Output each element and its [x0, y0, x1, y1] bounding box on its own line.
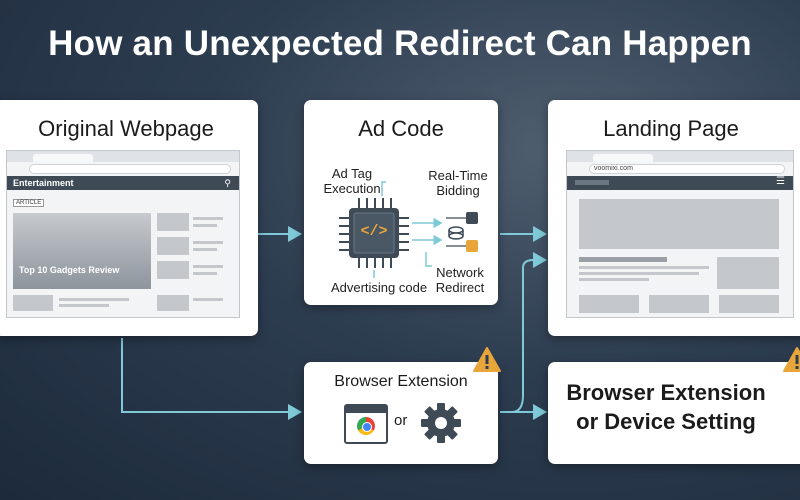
ad-code-card: Ad Code Ad Tag Execution Real-Time Biddi… [304, 100, 498, 305]
side-text [193, 265, 223, 268]
browser-tab [33, 154, 93, 162]
landing-page-card: Landing Page voomixi.com ☰ [548, 100, 800, 336]
site-navbar: ☰ [567, 176, 793, 190]
bottom-thumb [13, 295, 53, 311]
tile [649, 295, 709, 313]
ad-internal-connectors [373, 181, 443, 278]
warning-icon [783, 347, 800, 372]
hero-headline: Top 10 Gadgets Review [19, 265, 120, 275]
advertising-code-label: Advertising code [330, 280, 428, 295]
hamburger-menu-icon[interactable]: ☰ [776, 176, 785, 187]
device-setting-title: Browser Extension or Device Setting [566, 380, 766, 434]
content-line [579, 272, 699, 275]
chip-icon [339, 198, 409, 268]
side-text [193, 224, 217, 227]
side-thumb [157, 261, 189, 279]
rtb-label: Real-Time Bidding [428, 168, 488, 198]
landing-browser-window: voomixi.com ☰ [566, 150, 794, 318]
browser-tab [593, 154, 653, 162]
article-badge: ARTICLE [13, 199, 45, 207]
original-webpage-card: Original Webpage Entertainment ⚲ ARTICLE… [0, 100, 258, 336]
browser-extension-card: Browser Extension or [304, 362, 498, 464]
bottom-text [59, 298, 129, 301]
page-title: How an Unexpected Redirect Can Happen [48, 24, 752, 63]
content-line [579, 278, 649, 281]
or-label: or [394, 412, 408, 429]
browser-extension-title: Browser Extension [334, 373, 468, 390]
original-webpage-title: Original Webpage [38, 116, 214, 141]
arrow-original-to-extension [121, 338, 302, 420]
tab-strip [567, 151, 793, 162]
side-text [193, 248, 217, 251]
side-block [717, 257, 779, 289]
gear-icon [421, 403, 461, 443]
site-name: Entertainment [13, 178, 74, 188]
browser-logo-icon [344, 404, 388, 444]
ad-code-title: Ad Code [358, 116, 444, 141]
site-navbar: Entertainment ⚲ [7, 176, 239, 190]
side-thumb [157, 213, 189, 231]
address-bar[interactable]: voomixi.com [589, 164, 785, 174]
search-icon[interactable]: ⚲ [224, 178, 231, 188]
logo-placeholder [575, 180, 609, 185]
device-setting-card: Browser Extension or Device Setting [548, 362, 800, 464]
bottom-thumb [157, 295, 189, 311]
tile [719, 295, 779, 313]
hero-banner [579, 199, 779, 249]
side-text [193, 272, 217, 275]
arrow-extension-to-landing [511, 252, 547, 413]
hero-image: Top 10 Gadgets Review [13, 213, 151, 289]
side-text [193, 241, 223, 244]
tab-strip [7, 151, 239, 162]
ad-tag-label: Ad Tag Execution [323, 166, 381, 196]
side-thumb [157, 237, 189, 255]
bidding-network-icon [446, 212, 478, 252]
network-redirect-label: Network Redirect [435, 265, 485, 295]
original-browser-window: Entertainment ⚲ ARTICLE Top 10 Gadgets R… [6, 150, 240, 318]
landing-page-title: Landing Page [603, 116, 739, 141]
chip-code-symbol: </> [360, 223, 388, 240]
bottom-text [59, 304, 109, 307]
tile [579, 295, 639, 313]
warning-icon [473, 347, 501, 372]
content-line [579, 266, 709, 269]
address-bar[interactable] [29, 164, 231, 174]
side-text [193, 217, 223, 220]
bottom-text [193, 298, 223, 301]
content-line [579, 257, 667, 262]
